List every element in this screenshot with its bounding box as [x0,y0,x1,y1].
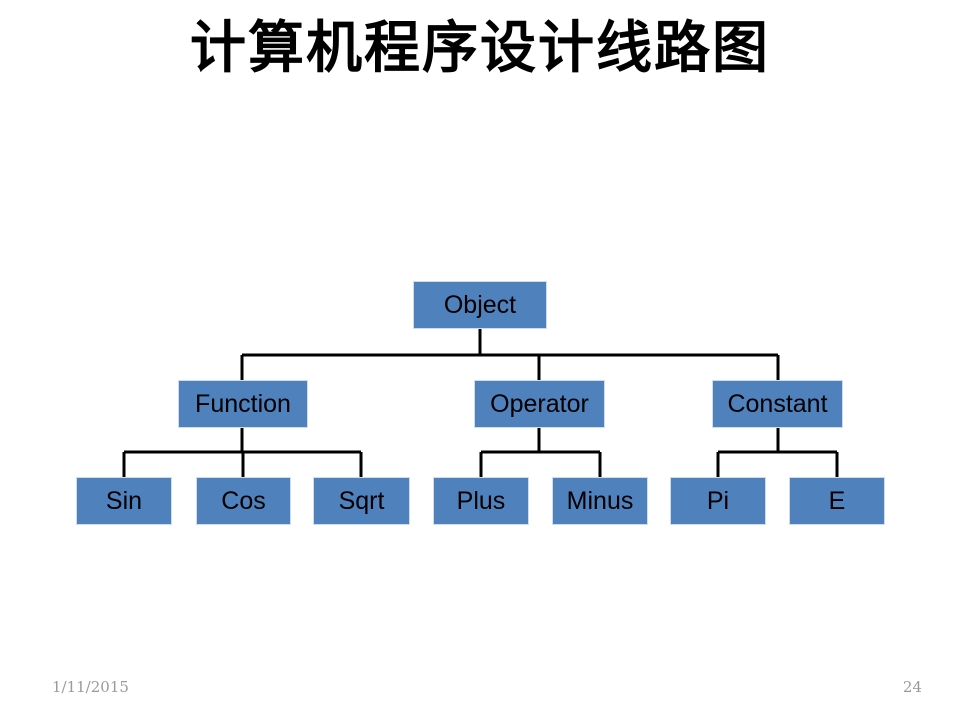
node-function[interactable]: Function [178,380,308,428]
node-constant[interactable]: Constant [712,380,843,428]
node-pi[interactable]: Pi [670,477,766,525]
node-sqrt[interactable]: Sqrt [313,477,410,525]
footer-date: 1/11/2015 [52,678,129,696]
node-minus[interactable]: Minus [552,477,648,525]
page-title: 计算机程序设计线路图 [190,15,770,81]
node-plus[interactable]: Plus [433,477,529,525]
footer-page-number: 24 [902,678,922,696]
node-sin[interactable]: Sin [76,477,172,525]
node-e[interactable]: E [789,477,885,525]
node-cos[interactable]: Cos [196,477,291,525]
node-object[interactable]: Object [413,281,547,329]
node-operator[interactable]: Operator [474,380,605,428]
